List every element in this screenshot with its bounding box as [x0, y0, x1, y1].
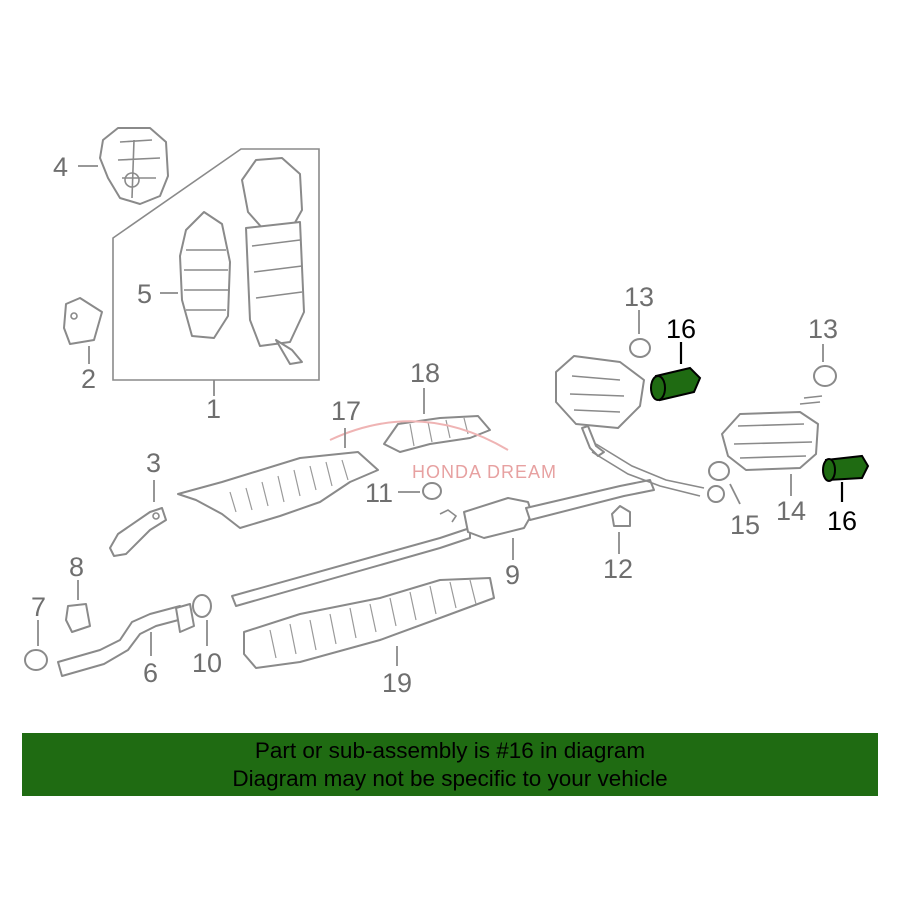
banner-line-1: Part or sub-assembly is #16 in diagram: [254, 738, 646, 763]
part-17-shield: [177, 451, 379, 529]
part-18-shield: [383, 415, 491, 453]
muffler-left: [555, 355, 645, 457]
part-11-gasket: [422, 482, 442, 500]
part-3-bracket: [109, 507, 167, 557]
part-14-muffler: [721, 395, 823, 471]
callout-10: 10: [192, 648, 222, 678]
watermark-text: HONDA DREAM: [412, 462, 557, 482]
callout-19: 19: [382, 668, 412, 698]
callout-9: 9: [505, 560, 520, 590]
callout-17: 17: [331, 396, 361, 426]
banner-line-2: Diagram may not be specific to your vehi…: [232, 766, 668, 791]
part-6-front-pipe: [57, 603, 195, 677]
callout-7: 7: [31, 592, 46, 622]
part-15-gasket: [708, 461, 730, 481]
callout-14: 14: [776, 496, 806, 526]
part-13-gasket-right: [813, 365, 837, 387]
part-16-tip-left: [650, 366, 702, 402]
part-2-bracket: [63, 297, 103, 345]
part-7-gasket: [24, 649, 48, 671]
callout-12: 12: [603, 554, 633, 584]
watermark-swoosh: [329, 420, 509, 451]
callout-16-left: 16: [666, 314, 696, 344]
part-1-catalytic-converter: [241, 157, 305, 365]
part-16-tip-right: [822, 454, 870, 482]
callout-2: 2: [81, 364, 96, 394]
part-12-hanger: [611, 505, 631, 527]
callout-5: 5: [137, 279, 152, 309]
callout-16-right: 16: [827, 506, 857, 536]
callout-1: 1: [206, 394, 221, 424]
part-9-pipe: [231, 443, 725, 607]
callout-6: 6: [143, 658, 158, 688]
part-4-shield: [99, 127, 169, 205]
callout-11: 11: [365, 478, 393, 508]
callout-numbers: 4 5 1 2 3 17 18 11 9 12 13 13 15 14 8 7 …: [31, 152, 857, 698]
callout-13-left: 13: [624, 282, 654, 312]
part-5-shield: [179, 211, 231, 339]
info-banner: Part or sub-assembly is #16 in diagram D…: [22, 733, 878, 796]
callout-3: 3: [146, 448, 161, 478]
part-13-gasket-left: [629, 338, 651, 358]
callout-15: 15: [730, 510, 760, 540]
part-8-mount: [65, 603, 91, 633]
part-10-gasket: [192, 594, 212, 618]
callout-18: 18: [410, 358, 440, 388]
callout-4: 4: [53, 152, 68, 182]
callout-13-right: 13: [808, 314, 838, 344]
part-19-shield: [243, 577, 495, 669]
assembly-1-box: [112, 148, 320, 381]
leader-lines: [37, 165, 844, 666]
callout-8: 8: [69, 552, 84, 582]
